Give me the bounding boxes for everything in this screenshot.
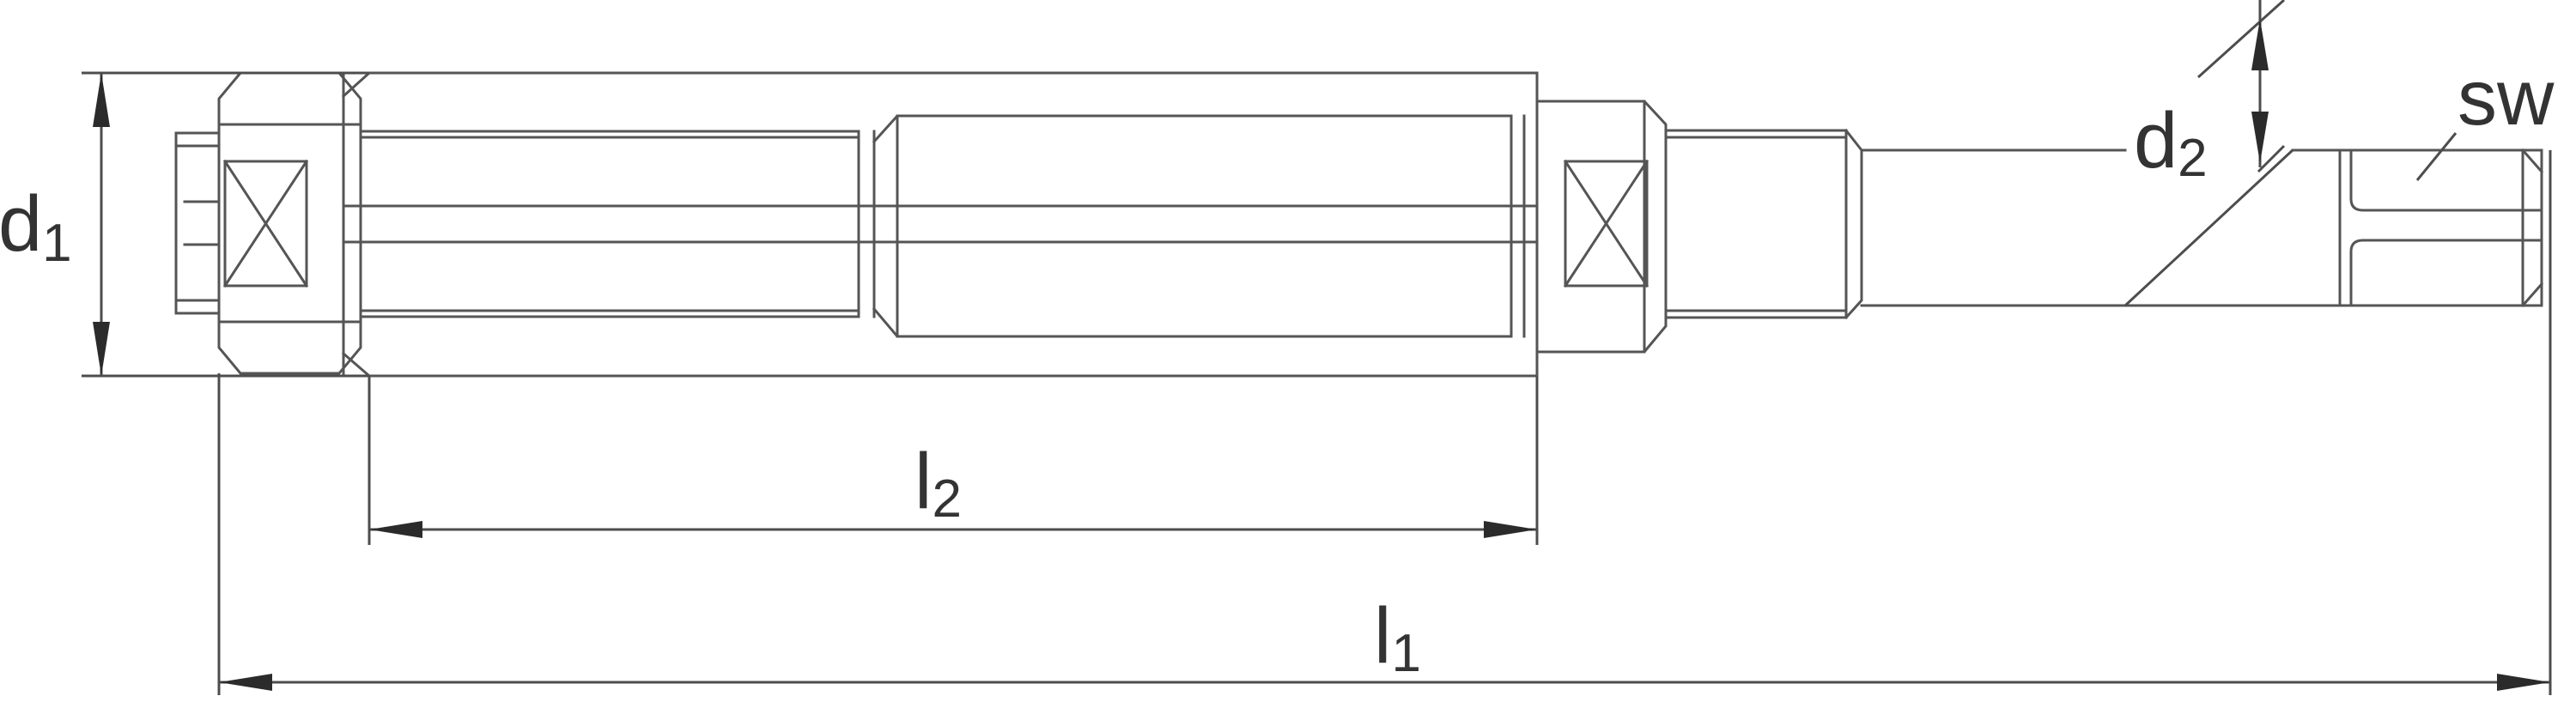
threaded-tip [174,131,221,315]
right-nut [1535,100,1668,354]
d2-label: d2 [2134,97,2208,188]
l2-label: l2 [914,438,962,529]
square-drive [2338,148,2544,308]
shank [1860,148,2543,307]
l1-arrow-left [219,674,272,691]
d1-arrow-top [93,73,110,127]
threaded-neck [1664,128,1863,320]
d2-arrow-top [2251,19,2269,70]
extension-lines [82,71,2552,695]
left-nut [217,71,362,375]
l1-arrow-right [2497,674,2550,691]
d2-arrow-bottom [2251,112,2269,163]
blade-body [341,71,1539,378]
dimension-sw: sw [2415,54,2555,181]
dimension-l2: l2 [369,438,1537,538]
dimension-d2: d2 [2123,0,2294,307]
l2-arrow-right [1484,521,1537,538]
l2-arrow-left [369,521,422,538]
dimension-l1: l1 [219,592,2550,691]
dimension-d1: d1 [0,73,110,376]
d1-label: d1 [0,180,72,273]
sw-label: sw [2458,54,2555,142]
l1-label: l1 [1374,592,1421,683]
d1-arrow-bottom [93,322,110,376]
